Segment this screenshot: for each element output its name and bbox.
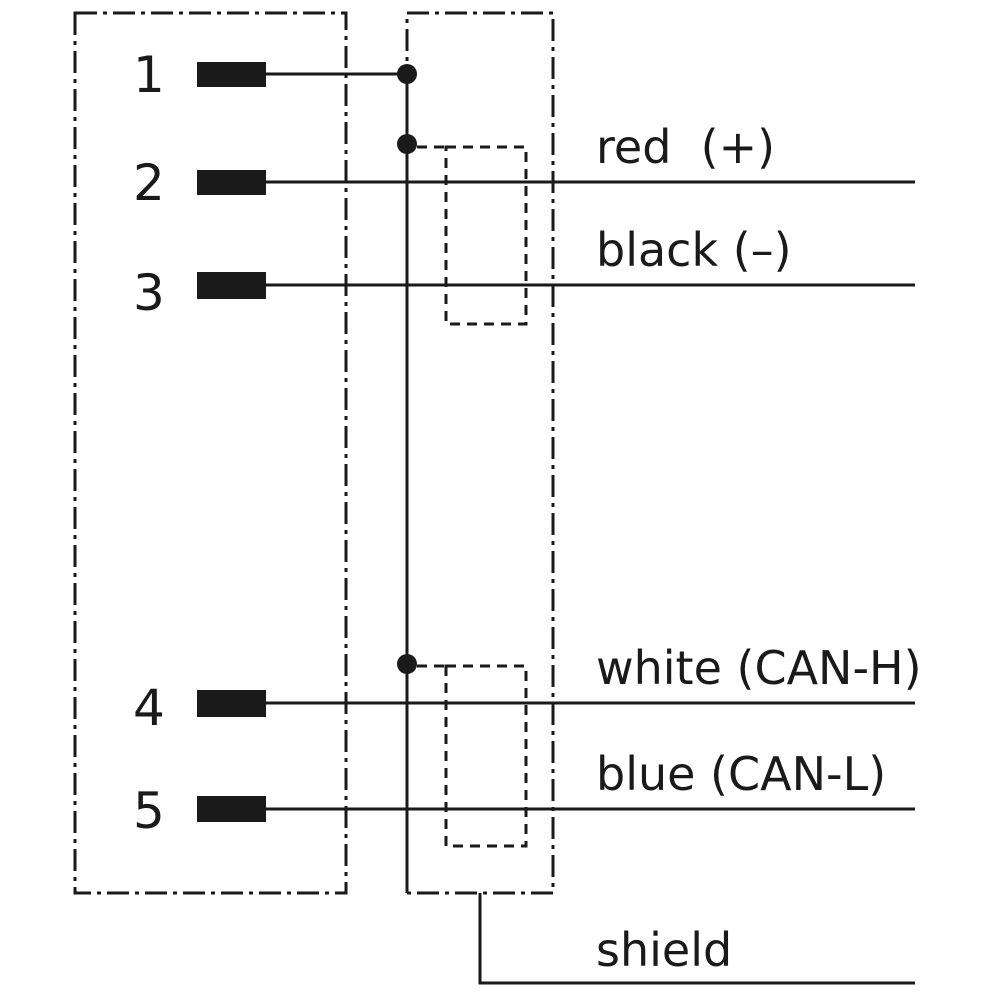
junction-dot-can-pair <box>397 654 417 674</box>
pin-contact-3 <box>197 272 266 299</box>
twisted-pair-power-outline <box>444 145 528 326</box>
junction-dot-pin1 <box>397 64 417 84</box>
pin-contact-5 <box>197 796 266 822</box>
wire-label-red: red (+) <box>596 120 775 174</box>
wire-shield <box>478 893 915 985</box>
pin-contact-4 <box>197 690 266 717</box>
wire-label-white: white (CAN-H) <box>596 641 922 695</box>
twisted-pair-can-outline <box>444 664 528 848</box>
pin-contact-2 <box>197 170 266 195</box>
pin-contact-1 <box>197 62 266 87</box>
pin-label-4: 4 <box>133 679 165 737</box>
pin-label-2: 2 <box>133 154 165 212</box>
cable-shield-outline <box>405 11 555 895</box>
junction-dot-power-pair <box>397 134 417 154</box>
pin-label-3: 3 <box>133 264 165 322</box>
wire-label-blue: blue (CAN-L) <box>596 747 886 801</box>
pin-label-5: 5 <box>133 782 165 840</box>
wire-label-black: black (–) <box>596 223 792 277</box>
pin-label-1: 1 <box>133 46 165 104</box>
wire-label-shield: shield <box>596 923 732 977</box>
connector-housing-outline <box>73 11 348 895</box>
